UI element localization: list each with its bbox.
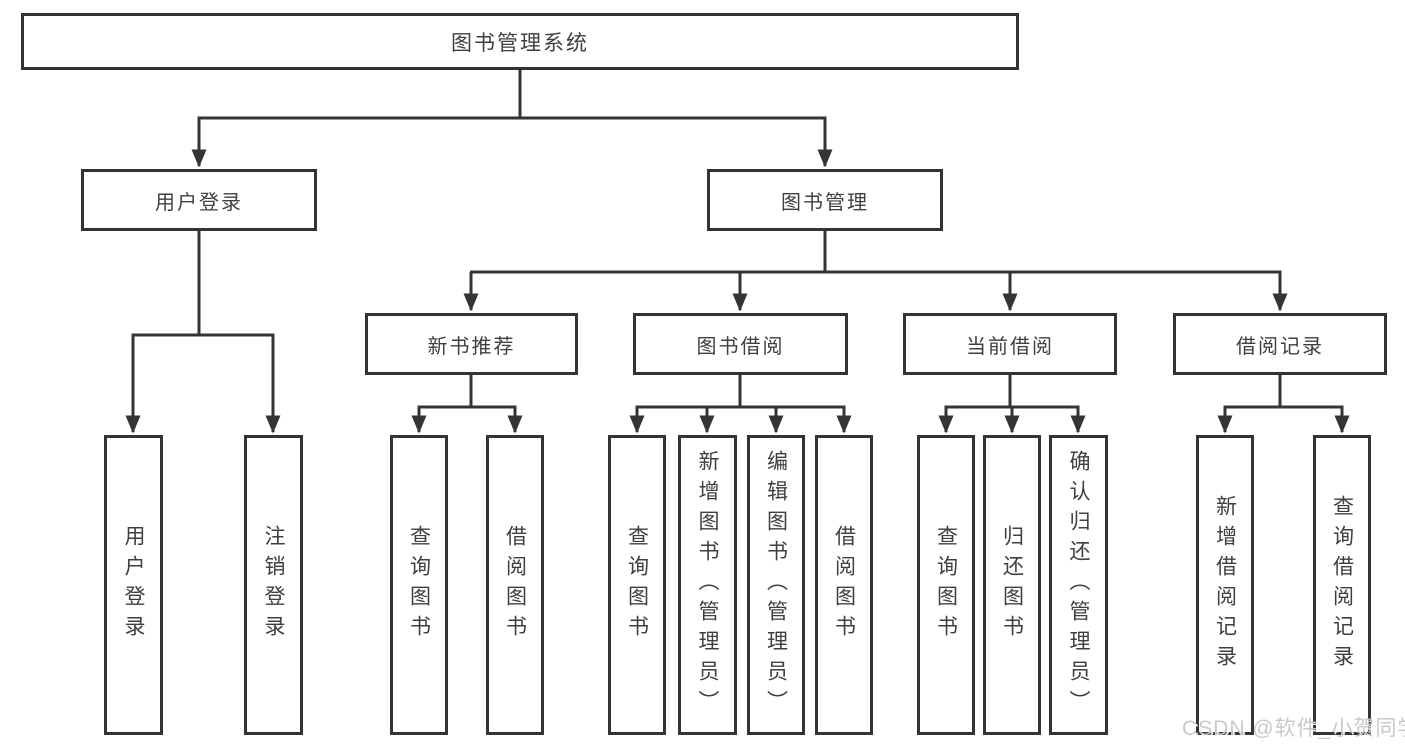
leaf-borrow-query-books: 查询图书 (608, 435, 666, 735)
leaf-logout: 注销登录 (244, 435, 303, 735)
watermark: CSDN @软件_小贺同学 (1182, 717, 1405, 740)
leaf-borrow-edit-books-admin: 编辑图书（管理员） (747, 435, 805, 735)
node-user-login: 用户登录 (81, 169, 317, 231)
branch-current-borrow (938, 375, 1086, 434)
branch-borrow-records (1217, 375, 1350, 434)
node-borrow-records: 借阅记录 (1173, 313, 1387, 375)
branch-book-management (463, 231, 1288, 312)
leaf-records-query-borrow-record: 查询借阅记录 (1313, 435, 1371, 735)
branch-new-book-recommend (411, 375, 523, 434)
node-root: 图书管理系统 (21, 13, 1019, 70)
leaf-current-confirm-return-admin: 确认归还（管理员） (1049, 435, 1108, 735)
leaf-recommend-borrow-books: 借阅图书 (486, 435, 544, 735)
leaf-borrow-borrow-books: 借阅图书 (815, 435, 873, 735)
branch-root (191, 70, 833, 168)
branch-user-login (125, 231, 281, 434)
branch-book-borrow (629, 375, 852, 434)
node-book-management: 图书管理 (707, 169, 943, 231)
leaf-borrow-add-books-admin: 新增图书（管理员） (678, 435, 737, 735)
leaf-current-query-books: 查询图书 (917, 435, 975, 735)
node-current-borrow: 当前借阅 (903, 313, 1117, 375)
node-new-book-recommend: 新书推荐 (365, 313, 578, 375)
leaf-records-add-borrow-record: 新增借阅记录 (1196, 435, 1254, 735)
node-book-borrow: 图书借阅 (633, 313, 848, 375)
leaf-user-login: 用户登录 (104, 435, 163, 735)
leaf-recommend-query-books: 查询图书 (390, 435, 448, 735)
leaf-current-return-books: 归还图书 (983, 435, 1041, 735)
